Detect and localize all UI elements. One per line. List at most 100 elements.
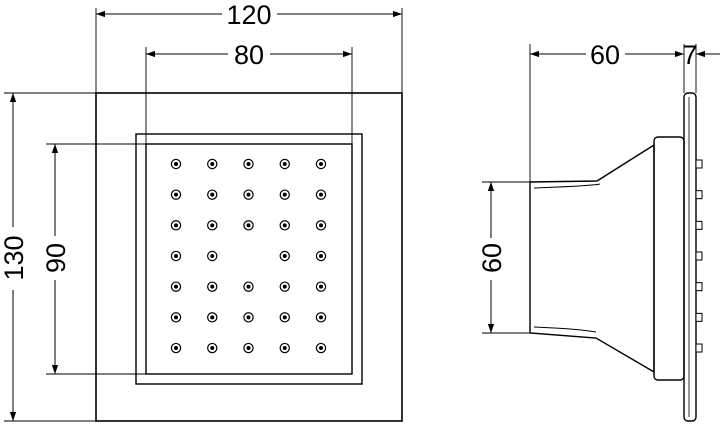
- nozzle-core: [282, 284, 287, 289]
- dim-label-90: 90: [41, 243, 71, 273]
- nozzle-core: [246, 162, 251, 166]
- nozzle-core: [246, 346, 251, 351]
- side-cover-plate: [683, 92, 697, 422]
- side-nozzle: [695, 312, 703, 322]
- nozzle-core: [246, 223, 251, 228]
- nozzle-core: [210, 192, 215, 197]
- nozzle-core: [246, 192, 251, 197]
- side-body-contour-bottom: [533, 326, 597, 333]
- nozzle-core: [319, 223, 323, 228]
- nozzle: [315, 250, 327, 262]
- nozzle: [243, 281, 254, 292]
- nozzle: [315, 189, 327, 200]
- dimension-130: 130: [0, 93, 29, 421]
- dim-label-7: 7: [682, 40, 697, 70]
- nozzle-core: [174, 315, 178, 320]
- nozzle-core: [210, 346, 215, 351]
- nozzle-core: [210, 315, 215, 320]
- side-flange: [653, 136, 685, 381]
- nozzle: [279, 312, 290, 323]
- nozzle: [170, 158, 182, 170]
- nozzle: [315, 342, 327, 354]
- side-nozzle-row: [695, 159, 703, 353]
- nozzle: [315, 281, 327, 292]
- nozzle: [170, 220, 182, 231]
- dimension-7: 7: [682, 40, 720, 70]
- nozzle-core: [210, 162, 215, 166]
- nozzle-core: [174, 162, 178, 166]
- nozzle-core: [282, 162, 287, 166]
- nozzle: [207, 189, 218, 200]
- nozzle-core: [210, 284, 215, 289]
- nozzle-core: [282, 223, 287, 228]
- dimension-80: 80: [146, 40, 352, 70]
- nozzle: [170, 312, 182, 323]
- nozzle-grid: [170, 158, 327, 354]
- dim-label-80: 80: [234, 40, 264, 70]
- nozzle: [207, 281, 218, 292]
- nozzle: [170, 250, 182, 262]
- dim-label-130: 130: [0, 235, 29, 280]
- nozzle: [170, 342, 182, 354]
- nozzle-core: [319, 192, 323, 197]
- nozzle: [279, 220, 290, 231]
- dim-label-60-height: 60: [477, 243, 507, 273]
- side-nozzle: [695, 220, 703, 230]
- dimension-60-depth: 60: [530, 40, 684, 70]
- nozzle-core: [210, 223, 215, 228]
- nozzle-core: [319, 254, 323, 259]
- side-body-contour-top: [533, 183, 601, 189]
- nozzle: [207, 312, 218, 323]
- extension-lines-front: [4, 8, 403, 422]
- nozzle: [243, 342, 254, 354]
- nozzle-core: [246, 315, 251, 320]
- nozzle: [207, 250, 218, 262]
- nozzle-core: [319, 346, 323, 351]
- nozzle-core: [246, 284, 251, 289]
- nozzle-core: [174, 284, 178, 289]
- nozzle: [170, 189, 182, 200]
- extension-lines-side: [482, 44, 697, 334]
- nozzle: [279, 342, 290, 354]
- side-nozzle: [695, 251, 703, 261]
- nozzle: [243, 189, 254, 200]
- nozzle-panel: [145, 143, 353, 375]
- nozzle-core: [210, 254, 215, 259]
- side-nozzle: [695, 159, 703, 169]
- nozzle: [170, 281, 182, 292]
- nozzle-core: [174, 346, 178, 351]
- nozzle: [243, 312, 254, 323]
- nozzle: [279, 281, 290, 292]
- outer-plate: [95, 92, 403, 422]
- side-body: [529, 143, 655, 374]
- nozzle-core: [174, 192, 178, 197]
- dim-label-60-depth: 60: [590, 40, 620, 70]
- side-nozzle: [695, 282, 703, 292]
- nozzle: [279, 250, 290, 262]
- nozzle: [207, 220, 218, 231]
- nozzle: [315, 220, 327, 231]
- nozzle: [315, 158, 327, 170]
- dimension-120: 120: [96, 0, 402, 30]
- nozzle-core: [174, 254, 178, 259]
- nozzle: [315, 312, 327, 323]
- nozzle-core: [282, 254, 287, 259]
- nozzle: [243, 158, 254, 170]
- nozzle: [207, 158, 218, 170]
- nozzle-core: [319, 315, 323, 320]
- nozzle-core: [319, 162, 323, 166]
- nozzle-core: [282, 346, 287, 351]
- nozzle-core: [319, 284, 323, 289]
- inner-frame: [135, 133, 363, 385]
- nozzle: [243, 220, 254, 231]
- front-view: [95, 92, 403, 422]
- side-nozzle: [695, 190, 703, 200]
- nozzle-core: [174, 223, 178, 228]
- nozzle: [279, 158, 290, 170]
- side-view: [529, 92, 703, 422]
- nozzle-core: [282, 315, 287, 320]
- nozzle: [279, 189, 290, 200]
- side-nozzle: [695, 343, 703, 353]
- nozzle: [207, 342, 218, 354]
